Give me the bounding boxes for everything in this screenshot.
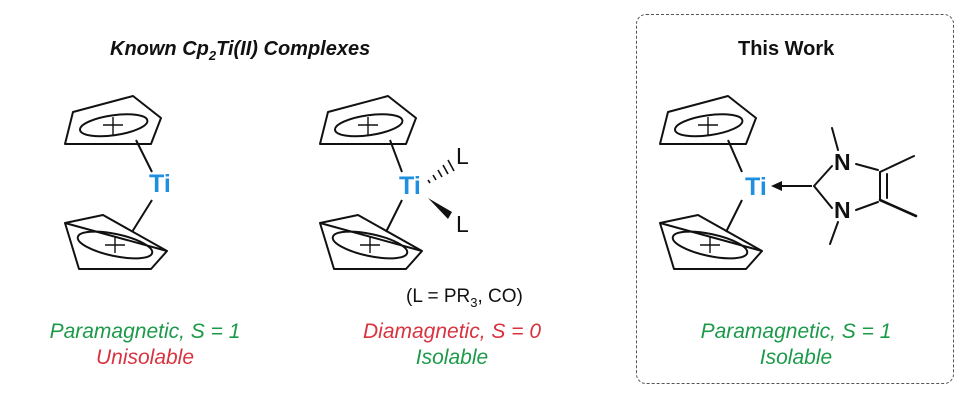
right-ti-label: Ti (745, 173, 767, 201)
hashed-wedge (427, 159, 455, 184)
left-cp-top (64, 95, 162, 145)
right-cp-top (659, 95, 757, 145)
this-work-title: This Work (738, 38, 835, 60)
atom-n-upper: N (834, 149, 851, 175)
dative-arrowhead (771, 181, 782, 191)
middle-cp-bottom (319, 214, 423, 270)
ligand-l-upper: L (456, 143, 469, 169)
bold-wedge (428, 198, 452, 219)
left-cp-bottom (64, 214, 168, 270)
ligand-definition-note: (L = PR3, CO) (406, 286, 523, 310)
known-complexes-title: Known Cp2Ti(II) Complexes (110, 38, 371, 63)
right-caption-stability: Isolable (759, 346, 833, 369)
left-caption-stability: Unisolable (95, 346, 195, 369)
middle-caption-magnetism: Diamagnetic, S = 0 (362, 320, 541, 343)
middle-cp-top (319, 95, 417, 145)
right-caption-magnetism: Paramagnetic, S = 1 (700, 320, 892, 343)
atom-n-lower: N (834, 197, 851, 223)
middle-ti-label: Ti (399, 172, 421, 200)
left-ti-label: Ti (149, 170, 171, 198)
nhc-ring (813, 127, 918, 245)
this-work-box (636, 14, 954, 384)
ligand-l-lower: L (456, 211, 469, 237)
right-cp-bottom (659, 214, 763, 270)
left-caption-magnetism: Paramagnetic, S = 1 (49, 320, 241, 343)
middle-caption-stability: Isolable (415, 346, 489, 369)
